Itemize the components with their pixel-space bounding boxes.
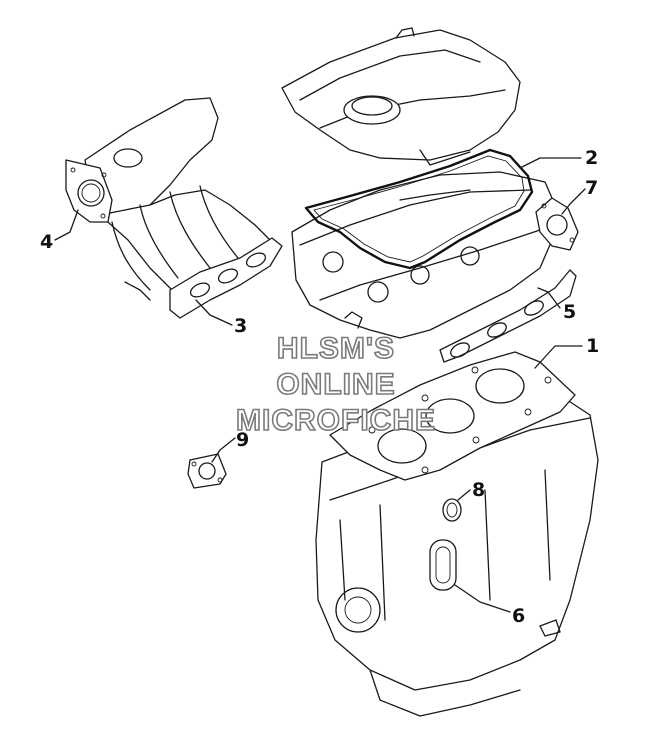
part-7-thermostat-gasket bbox=[535, 197, 579, 251]
valve-cover bbox=[281, 27, 521, 166]
part-3-intake-gasket bbox=[169, 237, 283, 319]
callout-5: 5 bbox=[563, 301, 576, 323]
callout-4: 4 bbox=[40, 231, 53, 253]
watermark-line-3: MICROFICHE bbox=[236, 404, 436, 437]
callout-9: 9 bbox=[236, 429, 249, 451]
part-4-throttle-gasket bbox=[65, 159, 113, 223]
callout-8: 8 bbox=[472, 479, 485, 501]
cylinder-head bbox=[291, 171, 556, 339]
callout-3: 3 bbox=[234, 315, 247, 337]
callout-2: 2 bbox=[585, 147, 598, 169]
callout-6: 6 bbox=[512, 605, 525, 627]
part-1-head-gasket bbox=[329, 351, 576, 481]
watermark-line-2: ONLINE bbox=[276, 368, 395, 401]
callout-1: 1 bbox=[586, 335, 599, 357]
watermark-line-1: HLSM'S bbox=[277, 332, 395, 365]
part-9-small-gasket bbox=[187, 453, 227, 489]
part-8-o-ring bbox=[442, 498, 462, 522]
leader-lines bbox=[54, 157, 586, 613]
callout-7: 7 bbox=[585, 177, 598, 199]
part-6-oval-seal bbox=[429, 539, 457, 591]
part-2-valve-cover-gasket bbox=[304, 148, 534, 270]
part-5-exhaust-gasket bbox=[439, 269, 577, 363]
